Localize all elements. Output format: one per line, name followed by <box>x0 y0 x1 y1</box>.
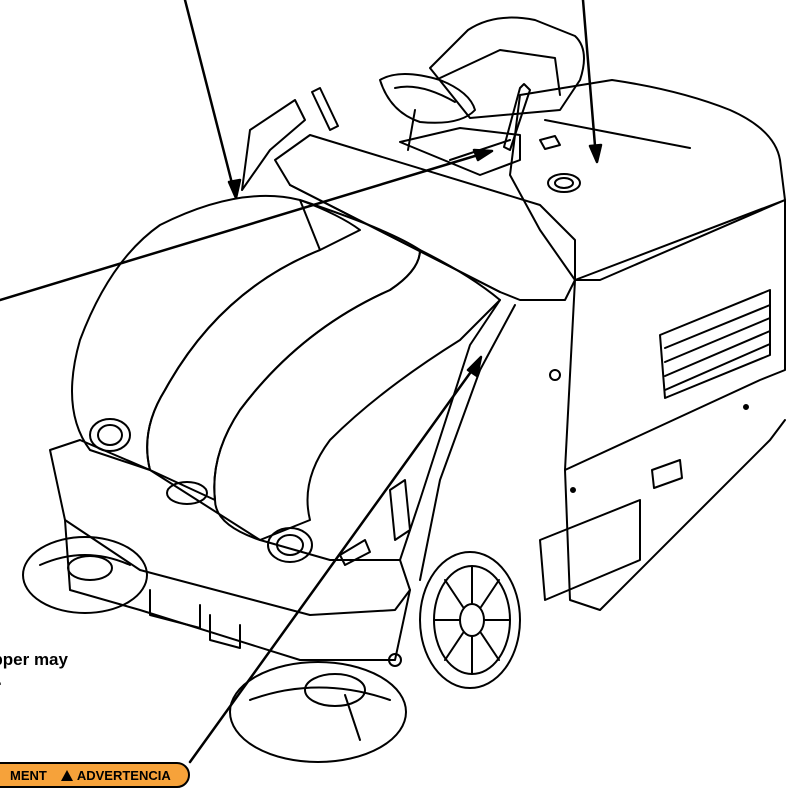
side-brush-left <box>22 536 148 614</box>
side-body-panel <box>539 199 786 611</box>
control-levers <box>311 83 531 151</box>
arrowhead-top-right <box>588 143 603 164</box>
headlight-right <box>267 527 313 563</box>
pointer-line-top-left <box>183 0 237 197</box>
front-bumper <box>49 418 411 661</box>
pointer-line-left <box>0 150 490 302</box>
front-logo-badge <box>166 481 208 505</box>
operator-seat <box>429 16 585 119</box>
dashboard-frame <box>241 99 576 301</box>
side-vent <box>659 289 771 399</box>
engine-cover <box>509 79 786 281</box>
fuel-cap <box>547 173 581 193</box>
warning-triangle-icon <box>60 769 73 781</box>
underside-details <box>149 589 402 667</box>
caption-text: opper may in. <box>0 650 68 689</box>
hopper-cover <box>71 194 516 581</box>
rear-wheel <box>419 551 521 689</box>
steering-wheel <box>379 73 476 151</box>
warning-label-left-text: MENT <box>10 767 47 783</box>
arrowhead-bottom <box>466 355 483 378</box>
side-brush-right <box>229 661 407 763</box>
warning-label-right-text: ADVERTENCIA <box>76 767 171 783</box>
pointer-line-top-right <box>581 0 598 160</box>
arrowhead-left <box>472 148 494 162</box>
warning-label-right: ADVERTENCIA <box>60 767 171 783</box>
pointer-line-bottom <box>188 360 480 764</box>
headlight-left <box>89 418 131 452</box>
arrowhead-top-left <box>227 178 242 200</box>
warning-label: MENT ADVERTENCIA <box>0 762 190 788</box>
pointer-lines <box>0 0 603 764</box>
